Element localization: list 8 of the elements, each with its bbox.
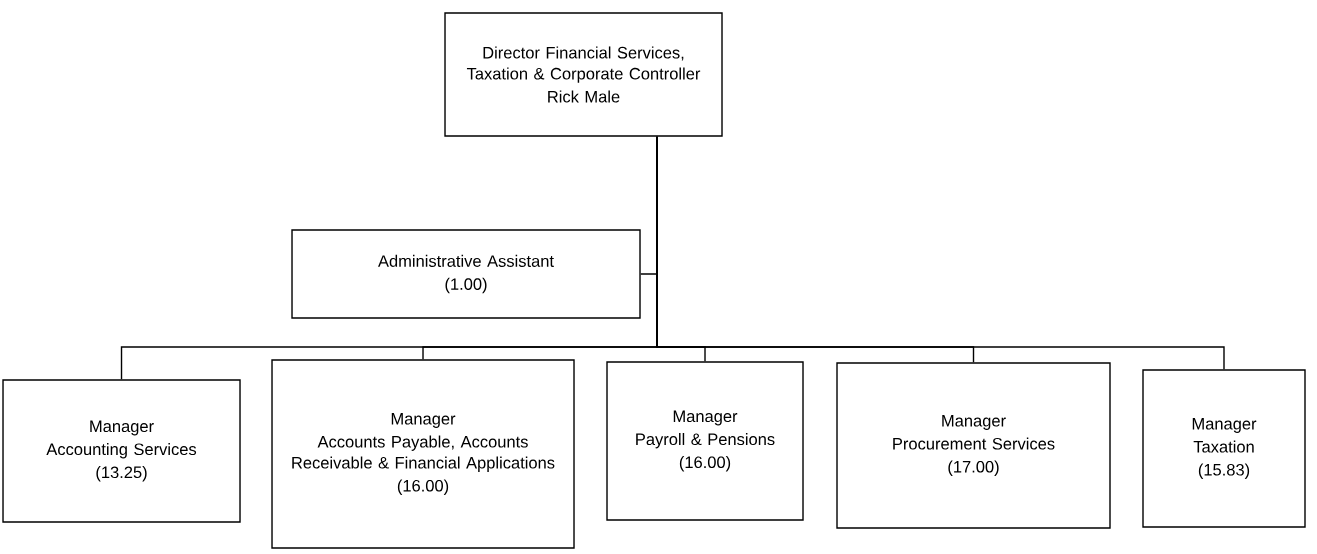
org-box: Director Financial Services, Taxation & Corporate Controller Rick Male bbox=[444, 12, 723, 137]
org-box: Manager Accounting Services (13.25) bbox=[2, 379, 241, 523]
org-box: Manager Payroll & Pensions (16.00) bbox=[606, 361, 804, 521]
org-box: Manager Accounts Payable, Accounts Receivable & Financial Applications (16.00) bbox=[271, 359, 575, 549]
connector-line bbox=[656, 136, 1225, 370]
org-box: Manager Procurement Services (17.00) bbox=[836, 362, 1111, 529]
org-box: Administrative Assistant (1.00) bbox=[291, 229, 641, 319]
org-box: Manager Taxation (15.83) bbox=[1142, 369, 1306, 528]
